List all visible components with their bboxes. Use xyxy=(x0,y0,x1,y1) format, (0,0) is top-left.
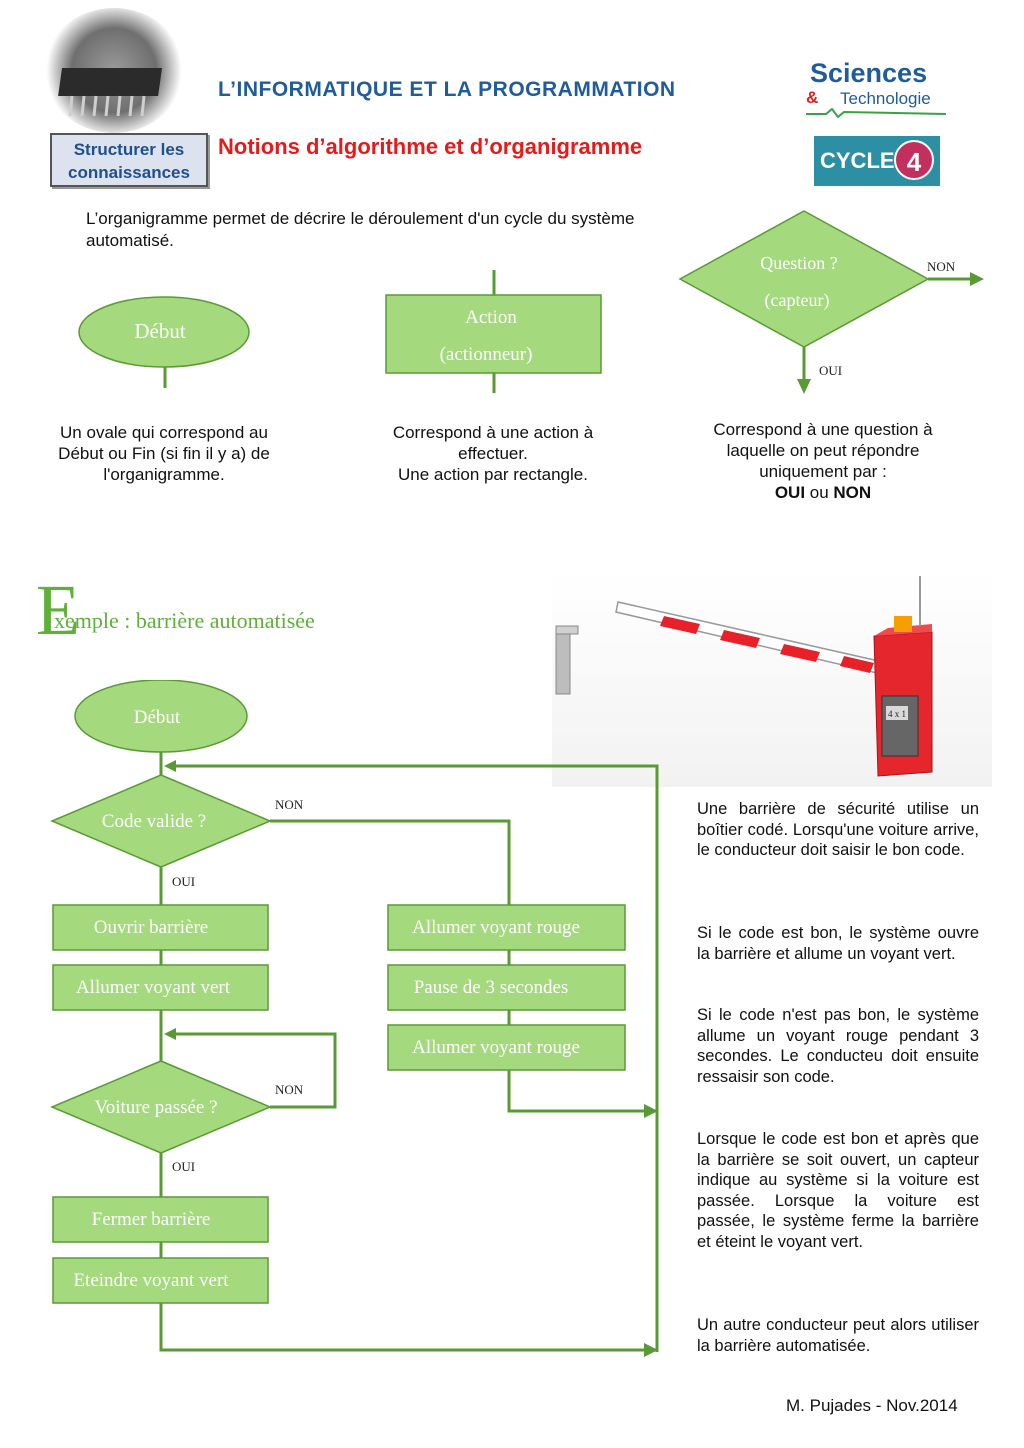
diamond-desc-line2: laquelle on peut répondre xyxy=(726,441,920,460)
chip-pins xyxy=(58,68,163,117)
section-box-line1: Structurer les xyxy=(73,140,185,159)
logo-word-sciences: Sciences xyxy=(810,58,928,88)
section-box: Structurer les connaissances xyxy=(50,133,208,187)
logo-ampersand: & xyxy=(806,88,819,107)
oval-description: Un ovale qui correspond au Début ou Fin … xyxy=(28,422,300,485)
rect-label-line2: (actionneur) xyxy=(440,344,533,365)
oval-label: Début xyxy=(134,319,185,343)
diamond-desc-line3: uniquement par : xyxy=(759,462,887,481)
flow-fermer-label: Fermer barrière xyxy=(92,1209,211,1230)
flow-code-oui: OUI xyxy=(172,874,195,889)
oval-desc-line3: l'organigramme. xyxy=(103,465,225,484)
flow-ouvrir-label: Ouvrir barrière xyxy=(94,917,208,938)
example-paragraph-5: Un autre conducteur peut alors utiliser … xyxy=(697,1316,979,1355)
symbols-svg: Début Action (actionneur) xyxy=(78,270,602,393)
page-title: L’INFORMATIQUE ET LA PROGRAMMATION xyxy=(218,78,676,101)
rect-label-line1: Action xyxy=(465,307,517,328)
flow-vert-off-rect xyxy=(52,1257,269,1304)
page-subtitle: Notions d’algorithme et d’organigramme xyxy=(218,134,643,159)
intro-text: L’organigramme permet de décrire le déro… xyxy=(86,209,635,250)
flow-rouge2-label: Allumer voyant rouge xyxy=(412,1037,580,1058)
barrier-keypad-label: 4 x 1 xyxy=(888,709,906,719)
example-flowchart: Début Code valide ? Ouvrir barrière Allu… xyxy=(50,680,659,1357)
diamond-desc-line1: Correspond à une question à xyxy=(713,420,933,439)
logo-wave xyxy=(806,108,946,118)
rect-desc-line1: Correspond à une action à xyxy=(392,423,594,442)
logo-word-technologie: Technologie xyxy=(840,89,931,108)
rect-description: Correspond à une action à effectuer. Une… xyxy=(358,422,628,485)
diamond-oui-label: OUI xyxy=(819,363,842,378)
flow-code-non: NON xyxy=(275,797,304,812)
desc-ou: ou xyxy=(805,483,834,502)
example-paragraph-2: Si le code est bon, le système ouvre la … xyxy=(697,924,979,963)
example-title: xemple : barrière automatisée xyxy=(54,608,315,633)
diamond-symbol xyxy=(678,210,930,348)
section-box-line2: connaissances xyxy=(68,163,190,182)
diamond-non-label: NON xyxy=(927,259,956,274)
flow-pause-rect xyxy=(387,964,626,1011)
cycle-badge: CYCLE 4 xyxy=(814,136,940,186)
flow-voiture-label: Voiture passée ? xyxy=(94,1097,217,1118)
flow-voiture-oui: OUI xyxy=(172,1159,195,1174)
flow-rouge2-rect xyxy=(387,1024,626,1071)
oval-desc-line1: Un ovale qui correspond au xyxy=(60,423,268,442)
example-paragraph-1: Une barrière de sécurité utilise un boît… xyxy=(697,800,979,860)
desc-oui: OUI xyxy=(774,483,806,502)
desc-non: NON xyxy=(833,483,872,502)
diamond-non-arrow xyxy=(970,272,984,286)
flow-vert-off-label: Eteindre voyant vert xyxy=(73,1270,229,1291)
example-paragraph-3: Si le code n'est pas bon, le système all… xyxy=(697,1006,979,1086)
example-drop-cap: E xyxy=(36,570,80,650)
flow-code-label: Code valide ? xyxy=(102,811,206,832)
cycle-number: 4 xyxy=(894,140,934,180)
flow-rouge1-label: Allumer voyant rouge xyxy=(412,917,580,938)
flow-rouge1-rect xyxy=(387,904,626,951)
flow-vert-on-label: Allumer voyant vert xyxy=(76,977,231,998)
cycle-label: CYCLE xyxy=(820,148,895,173)
sciences-technologie-logo: Sciences & Technologie xyxy=(806,58,946,118)
oval-desc-line2: Début ou Fin (si fin il y a) de xyxy=(58,444,270,463)
example-paragraph-4: Lorsque le code est bon et après que la … xyxy=(697,1130,979,1251)
diamond-label-line1: Question ? xyxy=(760,253,837,273)
rect-desc-line3: Une action par rectangle. xyxy=(398,465,588,484)
diamond-oui-arrow xyxy=(797,379,811,394)
diamond-label-line2: (capteur) xyxy=(765,290,830,311)
footer-author: M. Pujades - Nov.2014 xyxy=(786,1396,958,1415)
diamond-desc-line4: OUI ou NON xyxy=(680,482,966,503)
flow-voiture-non: NON xyxy=(275,1082,304,1097)
barrier-illustration: 4 x 1 xyxy=(552,572,992,787)
flow-debut-label: Début xyxy=(134,707,181,728)
diamond-description: Correspond à une question à laquelle on … xyxy=(680,419,966,503)
flow-pause-label: Pause de 3 secondes xyxy=(414,977,569,998)
diamond-svg: Question ? (capteur) NON OUI xyxy=(678,210,984,394)
flow-ouvrir-rect xyxy=(52,904,269,951)
flow-fermer-rect xyxy=(52,1196,269,1243)
rect-symbol xyxy=(385,294,602,374)
rect-desc-line2: effectuer. xyxy=(458,444,528,463)
